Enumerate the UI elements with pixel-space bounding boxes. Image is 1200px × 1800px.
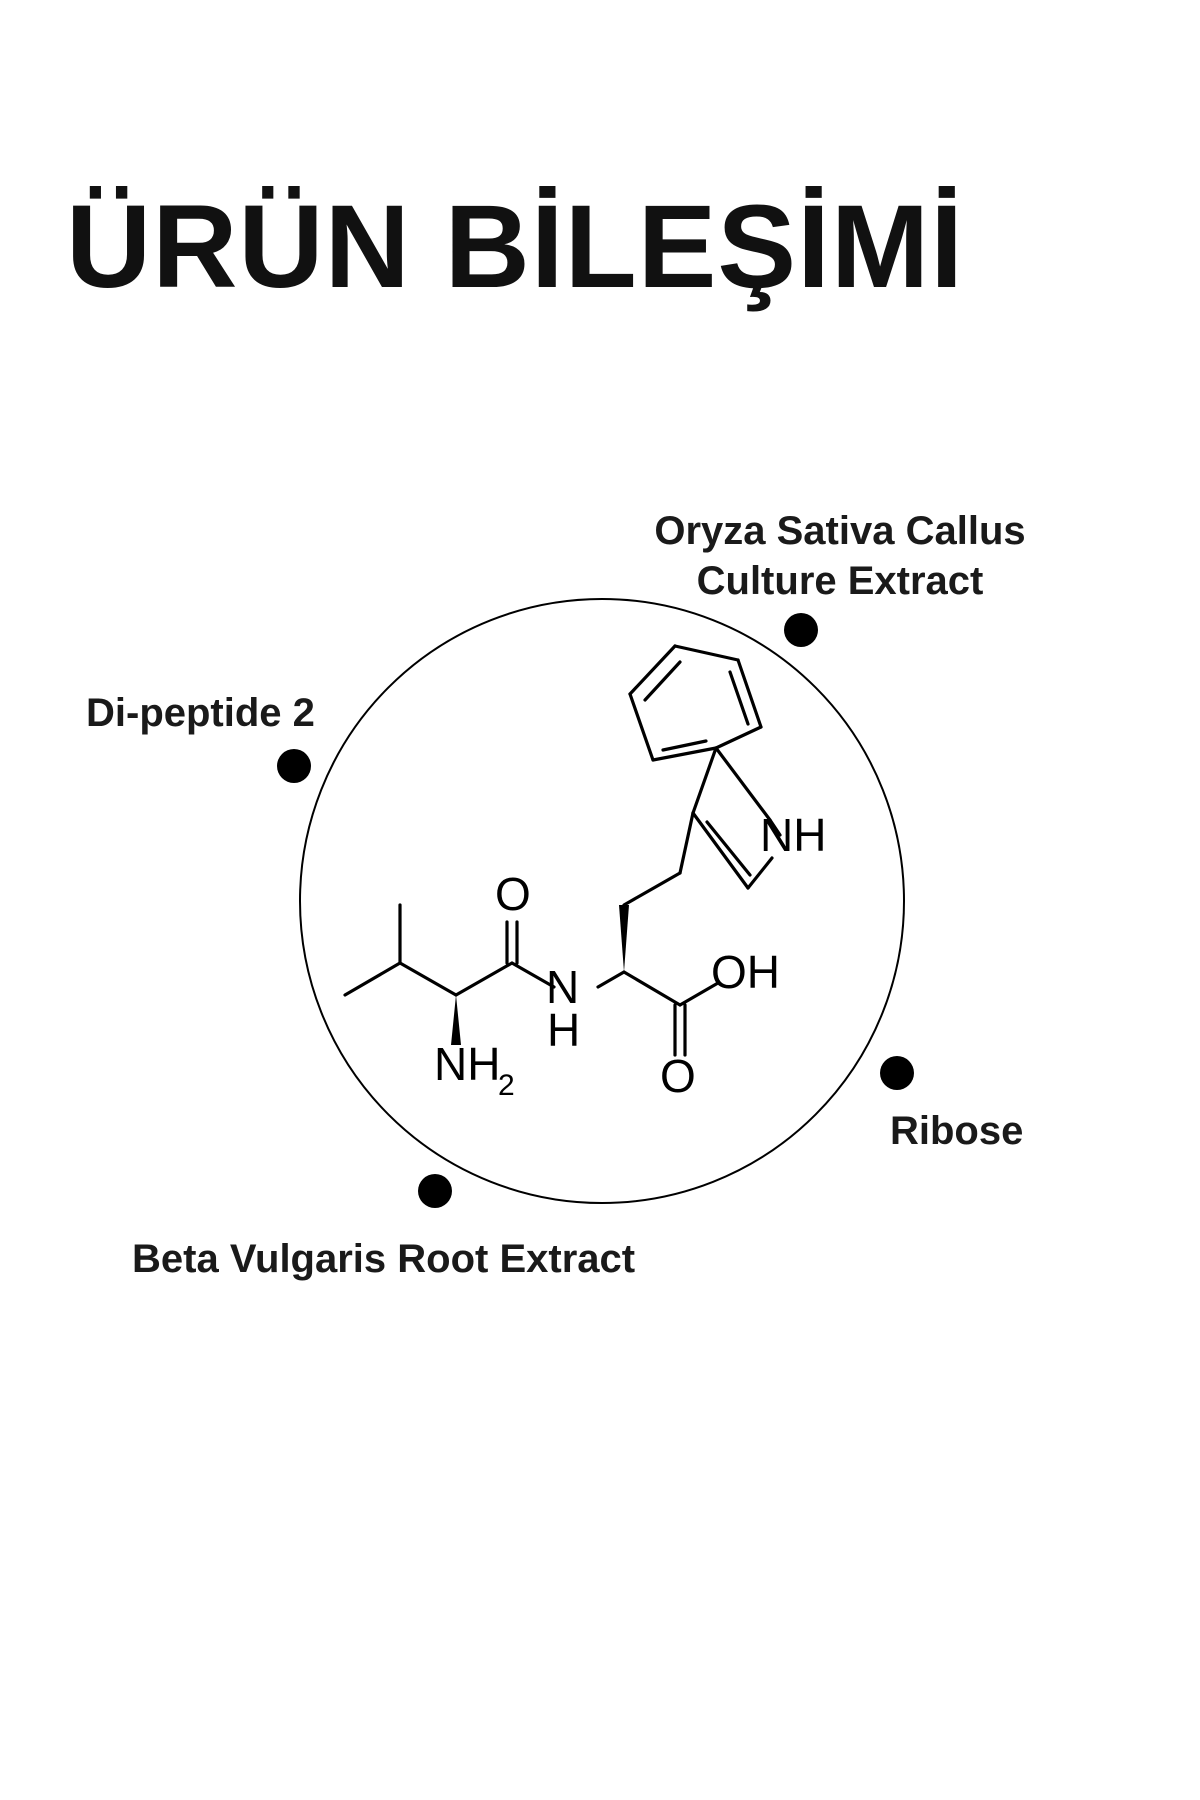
ingredient-label-line: Oryza Sativa Callus [654,509,1026,553]
bond [673,644,740,662]
ingredient-label-beta: Beta Vulgaris Root Extract [132,1237,636,1281]
atom-label-nh-ring: NH [760,809,826,861]
molecule-circle [299,598,905,1204]
bond [622,970,682,1007]
atom-label-o-amide: O [495,868,531,920]
page-title: ÜRÜN BİLEŞİMİ [66,181,964,313]
bullet-dot [880,1056,914,1090]
wedge-bond [619,905,629,972]
bond [343,961,402,997]
atom-label-nh2-subscript: 2 [498,1069,515,1102]
bond [714,725,763,750]
bullet-dot [277,749,311,783]
atom-label-o-acid: O [660,1050,696,1102]
bond [628,644,677,696]
bond [661,739,708,752]
bullet-dot [418,1174,452,1208]
bond [728,670,750,726]
bond [643,660,682,702]
ingredient-label-oryza: Oryza Sativa Callus Culture Extract [640,506,1040,606]
bond [746,856,774,890]
bullet-dot [784,613,818,647]
bond [678,981,720,1007]
bond [628,692,655,762]
wedge-bond [451,995,461,1045]
bond [705,820,752,877]
bond [691,746,718,815]
atom-label-oh: OH [711,946,780,998]
bond [678,811,695,875]
ingredient-label-dipeptide: Di-peptide 2 [86,691,315,735]
ingredient-label-ribose: Ribose [890,1109,1024,1153]
bond [622,871,682,907]
atom-label-n-amide: N [546,961,579,1013]
atom-label-h-amide: H [547,1004,580,1056]
bond [714,746,772,822]
bond [651,746,718,762]
bond [596,970,626,989]
bond [454,961,514,997]
bond [736,658,763,729]
bond [398,961,458,997]
bond [691,811,750,890]
bond [768,818,782,837]
ingredient-label-line: Culture Extract [696,559,984,603]
atom-label-nh2: NH [434,1038,500,1090]
bond [510,961,556,989]
